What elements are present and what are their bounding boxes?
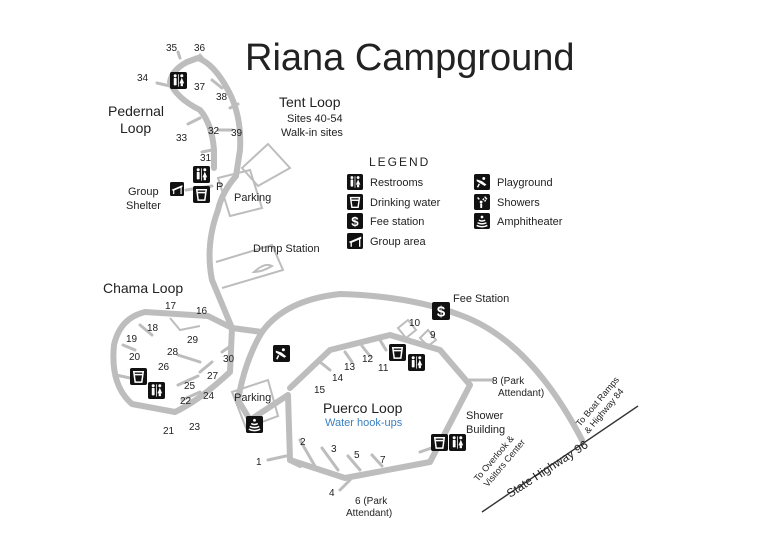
site-23: 23 [189,422,201,433]
legend: LEGEND Restrooms Drinking water Fee stat… [347,155,563,249]
site-24: 24 [203,391,215,402]
site-5: 5 [354,450,360,461]
legend-item-showers: Showers [497,197,540,209]
site-14: 14 [332,373,344,384]
restrooms-icon [193,166,210,183]
legend-item-fee-station: Fee station [370,216,424,228]
site-20: 20 [129,352,141,363]
site-25: 25 [184,381,196,392]
site-10: 10 [409,318,421,329]
site-32: 32 [208,126,220,137]
site-28: 28 [167,347,179,358]
site-26: 26 [158,362,170,373]
tent-loop-sites: Sites 40-54 [287,113,343,125]
shower-building-label-2: Building [466,424,505,436]
site-22: 22 [180,396,192,407]
site-15: 15 [314,385,326,396]
pedernal-loop-label-2: Loop [120,120,151,136]
site-31: 31 [200,153,212,164]
drinking-water-icon [193,186,210,203]
amphitheater-icon [474,213,490,229]
site-16: 16 [196,306,208,317]
puerco-loop-sub: Water hook-ups [325,417,403,429]
amphitheater-icon [246,416,263,433]
site-29: 29 [187,335,199,346]
park-attendant-8-label-2: Attendant) [498,388,544,399]
site-27: 27 [207,371,219,382]
park-attendant-6-label-2: Attendant) [346,508,392,519]
map-title: Riana Campground [245,37,575,79]
drinking-water-icon [347,194,363,210]
parking-p-label: P [216,181,223,193]
showers-icon [474,194,490,210]
chama-loop-label: Chama Loop [103,280,183,296]
site-9: 9 [430,330,436,341]
site-30: 30 [223,354,235,365]
site-33: 33 [176,133,188,144]
fee-station-icon [432,302,450,320]
site-19: 19 [126,334,138,345]
site-7: 7 [380,455,386,466]
legend-title: LEGEND [369,155,430,169]
drinking-water-icon [431,434,448,451]
group-area-icon [170,182,184,196]
group-shelter-label-1: Group [128,186,159,198]
parking-bottom-label: Parking [234,392,271,404]
legend-item-amphitheater: Amphitheater [497,216,563,228]
playground-icon [474,174,490,190]
site-35: 35 [166,43,178,54]
playground-icon [273,345,290,362]
site-17: 17 [165,301,177,312]
site-36: 36 [194,43,206,54]
tent-loop-label: Tent Loop [279,94,341,110]
site-1: 1 [256,457,262,468]
group-shelter-label-2: Shelter [126,200,161,212]
restrooms-icon [408,354,425,371]
legend-item-drinking-water: Drinking water [370,197,441,209]
drinking-water-icon [130,368,147,385]
site-numbers: 35 36 34 37 38 33 32 39 31 17 16 18 19 2… [126,43,436,499]
drinking-water-icon [389,344,406,361]
fee-station-icon [347,213,363,229]
site-38: 38 [216,92,228,103]
pedernal-loop-label-1: Pedernal [108,103,164,119]
park-attendant-6-label-1: 6 (Park [355,496,388,507]
site-21: 21 [163,426,175,437]
restrooms-icon [148,382,165,399]
site-2: 2 [300,437,306,448]
legend-item-restrooms: Restrooms [370,177,424,189]
site-37: 37 [194,82,206,93]
site-11: 11 [378,363,389,374]
site-34: 34 [137,73,149,84]
parking-top-label: Parking [234,192,271,204]
fee-station-label: Fee Station [453,293,509,305]
group-area-icon [347,233,363,249]
site-3: 3 [331,444,337,455]
shower-building-label-1: Shower [466,410,504,422]
restrooms-icon [170,72,187,89]
legend-item-playground: Playground [497,177,553,189]
tent-loop-walkin: Walk-in sites [281,127,343,139]
dump-station-label: Dump Station [253,243,320,255]
puerco-loop-label: Puerco Loop [323,400,403,416]
restrooms-icon [449,434,466,451]
roads [110,50,585,492]
park-attendant-8-label-1: 8 (Park [492,376,525,387]
site-18: 18 [147,323,159,334]
site-12: 12 [362,354,374,365]
legend-item-group-area: Group area [370,236,427,248]
site-4: 4 [329,488,335,499]
site-13: 13 [344,362,356,373]
site-39: 39 [231,128,243,139]
restrooms-icon [347,174,363,190]
